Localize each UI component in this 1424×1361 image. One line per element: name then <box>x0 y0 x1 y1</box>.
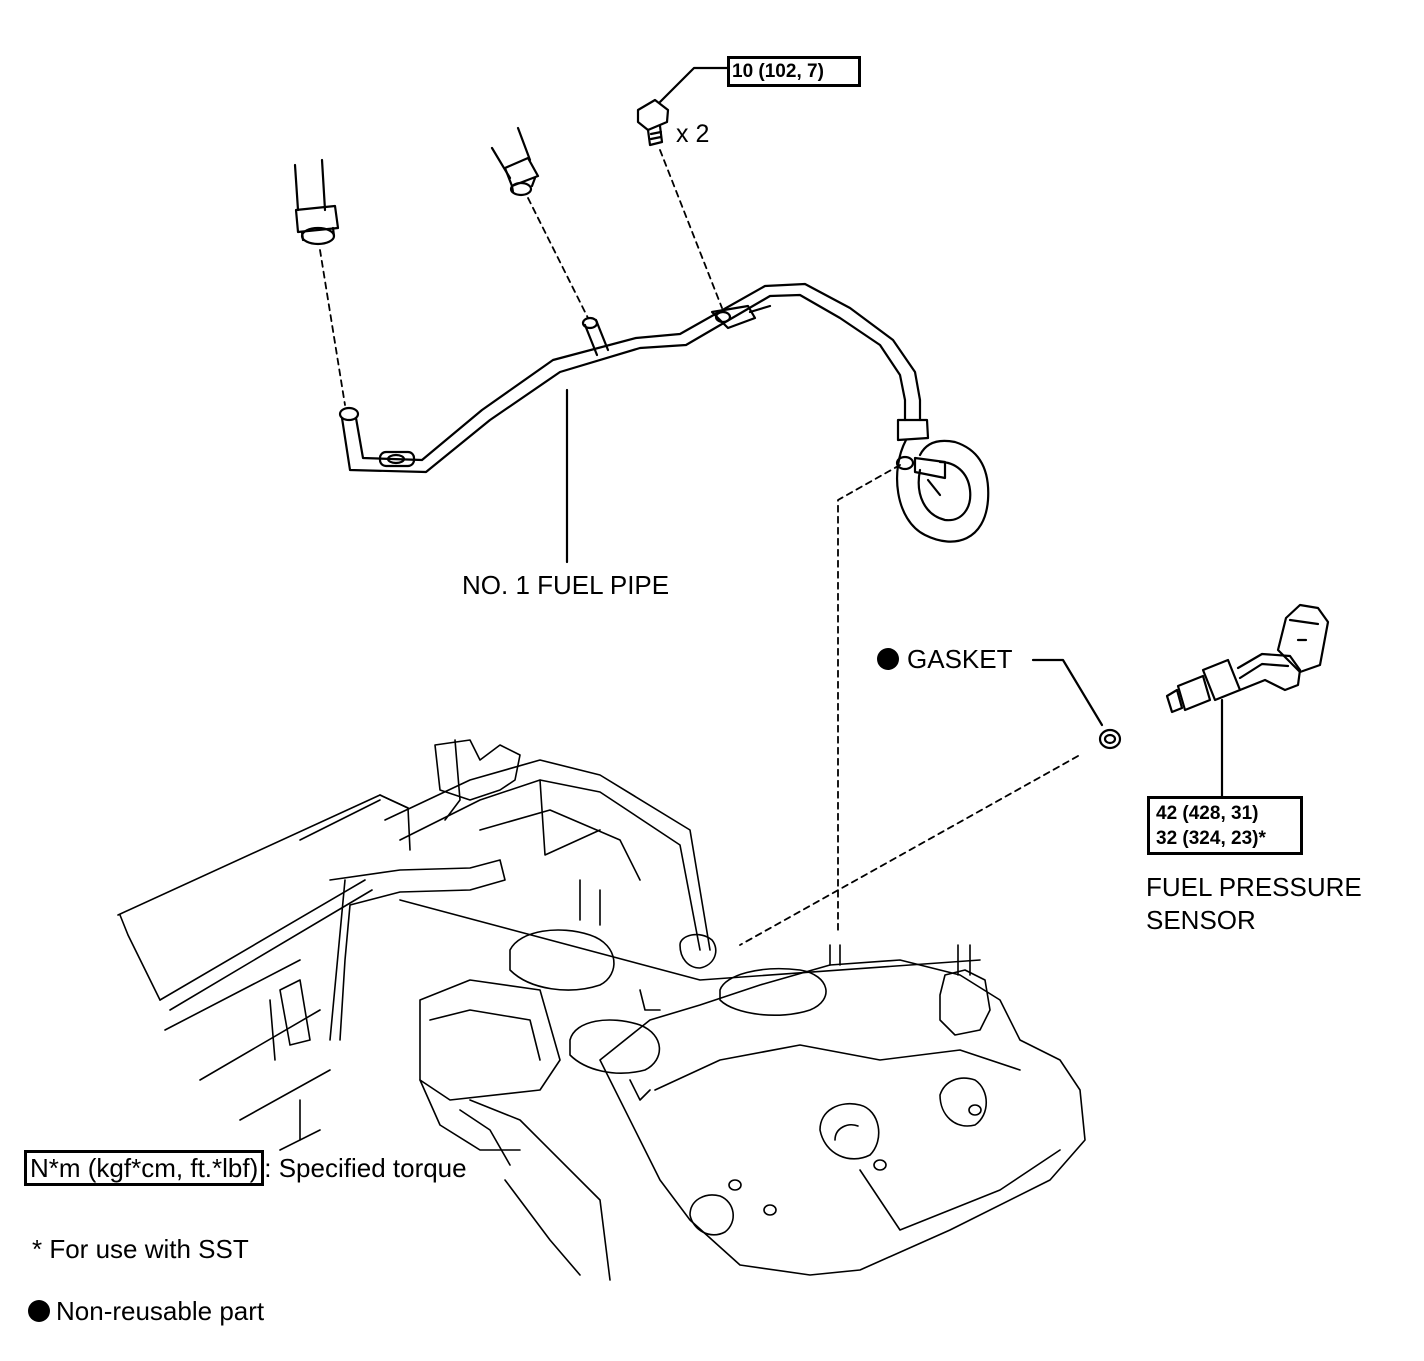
fuel-hose-fitting-left <box>293 158 340 246</box>
gasket-leader-line <box>1031 658 1104 727</box>
sensor-torque-standard: 42 (428, 31) <box>1156 803 1259 824</box>
gasket-label-row: GASKET <box>877 646 1012 672</box>
gasket-label: GASKET <box>907 644 1013 674</box>
alignment-lines <box>319 149 1079 946</box>
sensor-torque-sst: 32 (324, 23)* <box>1156 828 1266 849</box>
nonreusable-dot-icon <box>877 648 899 670</box>
legend-nonreusable-text: Non-reusable part <box>56 1296 265 1326</box>
bolt <box>636 98 670 147</box>
fuel-pressure-sensor <box>1165 603 1330 714</box>
sensor-label-line2: SENSOR <box>1146 905 1256 935</box>
legend-dot-icon <box>28 1300 50 1322</box>
legend-torque: N*m (kgf*cm, ft.*lbf): Specified torque <box>24 1150 467 1186</box>
legend-torque-box: N*m (kgf*cm, ft.*lbf) <box>24 1150 265 1186</box>
legend-torque-text: : Specified torque <box>264 1153 467 1183</box>
no1-fuel-pipe <box>338 282 990 543</box>
bolt-torque-value: 10 (102, 7) <box>732 61 824 82</box>
fuel-hose-fitting-middle <box>490 126 540 197</box>
legend-nonreusable: Non-reusable part <box>28 1298 264 1324</box>
bolt-leader-line <box>658 66 730 104</box>
gasket <box>1098 728 1122 750</box>
bolt-quantity: x 2 <box>676 120 710 148</box>
fuel-pipe-label: NO. 1 FUEL PIPE <box>462 570 670 600</box>
engine-assembly <box>117 739 1086 1281</box>
sensor-label-line1: FUEL PRESSURE <box>1146 872 1362 902</box>
sensor-torque-box: 42 (428, 31) 32 (324, 23)* <box>1147 796 1303 855</box>
legend-sst-note: * For use with SST <box>32 1234 249 1264</box>
bolt-torque-box: 10 (102, 7) <box>727 56 861 87</box>
